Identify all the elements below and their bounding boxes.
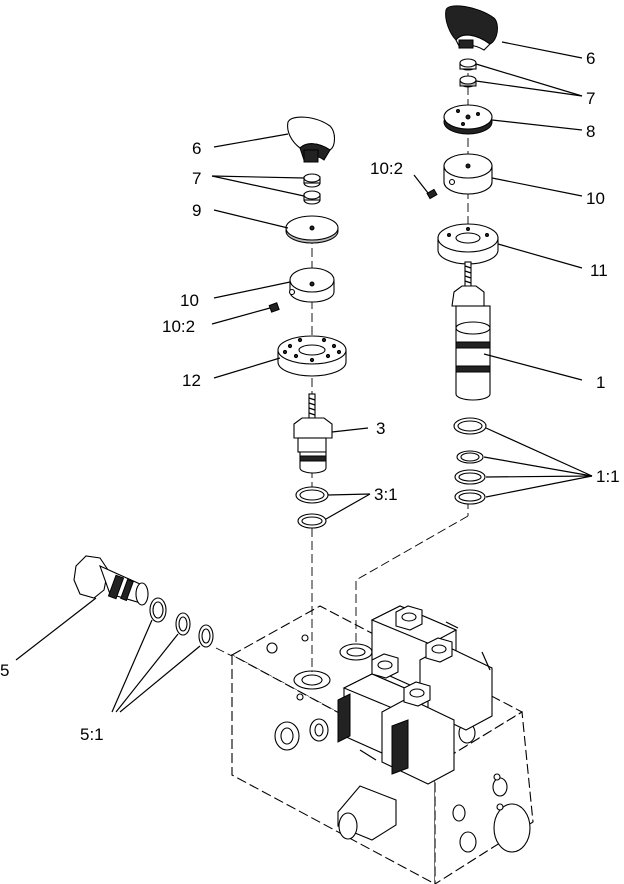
callout-3: 3 [376, 419, 385, 438]
right-collar-10 [426, 153, 493, 200]
callout-8: 8 [586, 122, 595, 141]
right-cartridge-1 [451, 261, 491, 401]
left-cartridge-3 [293, 393, 333, 474]
callout-5-1: 5:1 [80, 725, 104, 744]
callout-5: 5 [0, 661, 9, 680]
callout-9: 9 [192, 201, 201, 220]
leader-lines [15, 41, 593, 713]
left-collar-10 [268, 267, 335, 313]
left-nuts-7 [303, 173, 321, 205]
left-orings-3-1 [295, 486, 329, 529]
left-disc-9 [285, 215, 339, 244]
callout-6-right: 6 [586, 49, 595, 68]
callout-7-left: 7 [192, 169, 201, 188]
solenoid-valve-stack [337, 605, 493, 785]
callout-10-2-left: 10:2 [162, 317, 195, 336]
callout-10-2-right: 10:2 [370, 159, 403, 178]
callout-labels: 6 7 8 10 10:2 11 1 1:1 6 7 9 10 10:2 12 … [0, 49, 620, 744]
left-knob-6 [287, 116, 336, 163]
right-orings-1-1 [453, 417, 487, 505]
callout-10-right: 10 [586, 189, 605, 208]
callout-1: 1 [596, 373, 605, 392]
left-plate-12 [277, 335, 347, 377]
callout-6-left: 6 [192, 139, 201, 158]
callout-3-1: 3:1 [374, 485, 398, 504]
right-dial-8 [443, 104, 493, 135]
right-knob-6 [445, 5, 498, 51]
callout-7-right: 7 [586, 89, 595, 108]
callout-11: 11 [590, 261, 608, 280]
right-plate-11 [437, 223, 499, 265]
callout-10-left: 10 [180, 291, 199, 310]
callout-1-1: 1:1 [596, 467, 620, 486]
right-nuts-7 [459, 58, 477, 88]
relief-valve-5 [73, 555, 214, 648]
callout-12: 12 [182, 371, 201, 390]
